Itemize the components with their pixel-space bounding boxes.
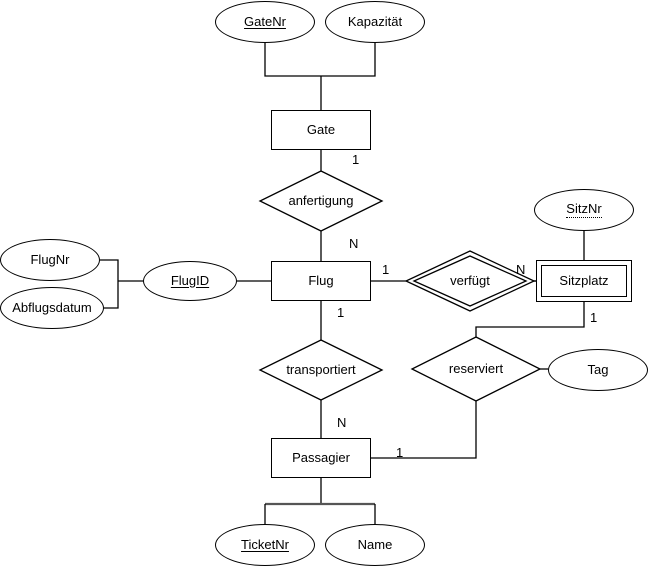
diamond-verfuegt-inner: [412, 255, 528, 307]
attribute-abflugsdatum-label: Abflugsdatum: [12, 299, 92, 315]
diamond-transportiert[interactable]: [258, 339, 384, 401]
line-sitzplatz-reserviert: [475, 302, 585, 337]
attribute-sitznr-label: SitzNr: [566, 201, 602, 219]
relationship-reserviert-label: reserviert: [448, 360, 504, 376]
cardinality-passagier-reserviert: 1: [396, 445, 404, 460]
attribute-tag[interactable]: Tag: [548, 349, 648, 391]
attribute-flugnr-label: FlugNr: [30, 251, 70, 267]
entity-flug-label: Flug: [308, 272, 334, 288]
attribute-sitznr[interactable]: SitzNr: [534, 189, 634, 231]
line-gate-attr-bus: [264, 43, 376, 77]
attribute-name[interactable]: Name: [325, 524, 425, 566]
attribute-gatenr-label: GateNr: [244, 13, 286, 29]
attribute-ticketnr[interactable]: TicketNr: [215, 524, 315, 566]
entity-sitzplatz-inner: Sitzplatz: [541, 265, 627, 297]
line-reserviert-passagier: [371, 401, 477, 459]
attribute-name-label: Name: [357, 536, 393, 552]
attribute-flugid-label: FlugID: [170, 272, 210, 288]
attribute-tag-label: Tag: [587, 361, 609, 377]
relationship-transportiert-label: transportiert: [286, 361, 356, 377]
diamond-reserviert[interactable]: [410, 336, 542, 402]
attribute-gatenr[interactable]: GateNr: [215, 1, 315, 43]
cardinality-transportiert-passagier: N: [337, 415, 347, 430]
entity-sitzplatz-label: Sitzplatz: [559, 272, 609, 288]
diamond-anfertigung[interactable]: [258, 170, 384, 232]
attribute-kapazitaet-label: Kapazität: [347, 13, 403, 29]
attribute-flugnr[interactable]: FlugNr: [0, 239, 100, 281]
attribute-flugid[interactable]: FlugID: [143, 261, 237, 301]
entity-sitzplatz-weak[interactable]: Sitzplatz: [536, 260, 632, 302]
entity-passagier[interactable]: Passagier: [271, 438, 371, 478]
entity-flug[interactable]: Flug: [271, 261, 371, 301]
cardinality-flug-verfuegt: 1: [382, 262, 390, 277]
attribute-ticketnr-label: TicketNr: [241, 536, 289, 552]
entity-gate[interactable]: Gate: [271, 110, 371, 150]
attribute-abflugsdatum[interactable]: Abflugsdatum: [0, 287, 104, 329]
cardinality-sitzplatz-reserviert: 1: [590, 310, 598, 325]
cardinality-flug-transportiert: 1: [337, 305, 345, 320]
cardinality-verfuegt-sitzplatz: N: [516, 262, 526, 277]
entity-passagier-label: Passagier: [292, 449, 350, 465]
cardinality-anfertigung-flug: N: [349, 236, 359, 251]
relationship-anfertigung-label: anfertigung: [288, 192, 354, 208]
cardinality-gate-anfertigung: 1: [352, 152, 360, 167]
relationship-verfuegt-label: verfügt: [450, 272, 490, 288]
entity-gate-label: Gate: [306, 121, 336, 137]
line-flug-attr-bracket: [100, 259, 119, 309]
attribute-kapazitaet[interactable]: Kapazität: [325, 1, 425, 43]
